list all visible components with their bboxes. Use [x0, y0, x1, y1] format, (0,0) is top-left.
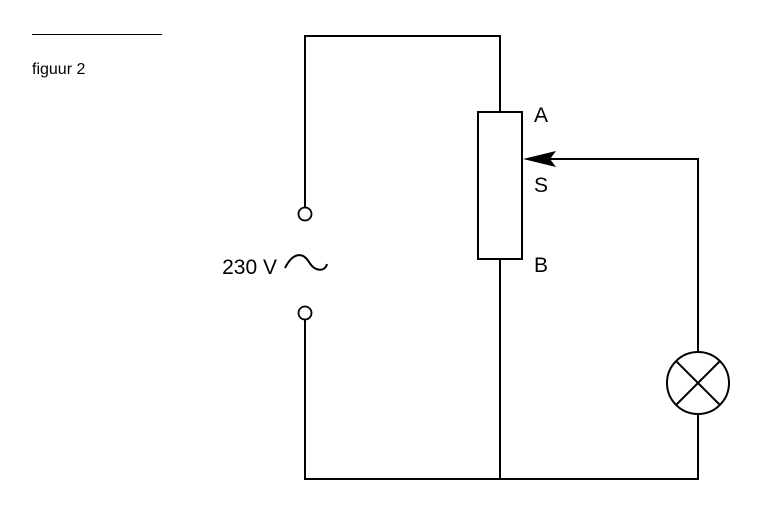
caption-rule [32, 34, 162, 35]
wiper-s-label: S [534, 174, 548, 197]
figure-caption: figuur 2 [32, 61, 86, 78]
wiper-arrow-icon [523, 151, 556, 167]
source-terminal-top [297, 206, 313, 222]
wire-bottom-source [304, 319, 699, 480]
rheostat-body [477, 111, 523, 260]
lamp-cross-icon [666, 351, 730, 415]
source-terminal-bottom [297, 305, 313, 321]
wire-wiper [539, 158, 699, 351]
wire-top [304, 35, 501, 208]
terminal-b-label: B [534, 254, 548, 277]
ac-tilde-icon [284, 254, 328, 271]
terminal-a-label: A [534, 104, 548, 127]
voltage-label: 230 V [222, 256, 277, 279]
